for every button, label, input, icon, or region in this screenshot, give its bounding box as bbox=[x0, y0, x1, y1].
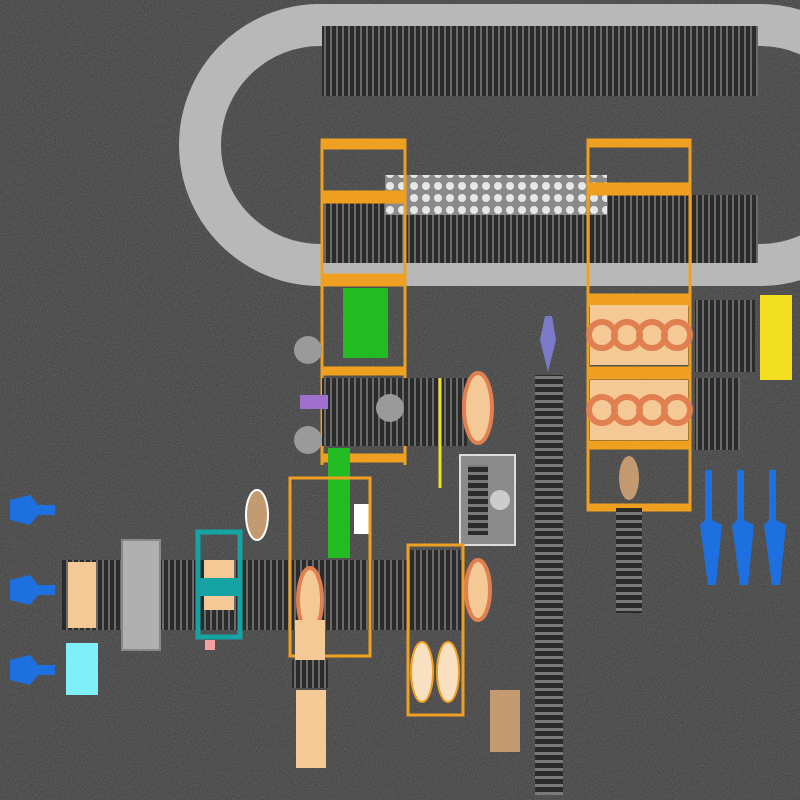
orange-frame-mid bbox=[288, 476, 372, 658]
drum-row-upper bbox=[586, 305, 693, 365]
industrial-robot-arm-icon bbox=[300, 395, 328, 409]
drum-coil-icon bbox=[376, 394, 404, 422]
industrial-robot-arm-icon bbox=[540, 316, 556, 372]
drum-pair-left bbox=[410, 641, 434, 703]
orange-frame-drums bbox=[406, 543, 465, 717]
industrial-robot-arm-icon bbox=[10, 495, 55, 685]
pallet-left bbox=[68, 562, 96, 628]
grey-frame-block bbox=[121, 539, 161, 651]
drum-pink-lower bbox=[464, 558, 492, 622]
disc-upper bbox=[294, 336, 322, 364]
right-conveyor-lower bbox=[695, 378, 740, 450]
grey-machine-rollers bbox=[468, 465, 488, 535]
loop-conveyor bbox=[179, 3, 800, 286]
yellow-output-block bbox=[760, 295, 792, 380]
rollers-drums bbox=[410, 550, 460, 630]
tan-box-bottom bbox=[490, 690, 520, 752]
right-conveyor-upper bbox=[695, 300, 755, 372]
gripper-icon bbox=[700, 470, 786, 585]
green-machine-block bbox=[343, 288, 388, 358]
tan-drum bbox=[619, 456, 639, 500]
white-panel bbox=[354, 504, 369, 534]
right-short-conveyor bbox=[616, 508, 642, 613]
drum-coil-icon bbox=[490, 490, 510, 510]
tan-box-oval bbox=[245, 489, 269, 541]
pallet-stack-bottom bbox=[296, 690, 326, 768]
pallet-stack-mid bbox=[295, 620, 325, 660]
drum-pair-right bbox=[436, 641, 460, 703]
cyan-block bbox=[66, 643, 98, 695]
rollers-bottom-mid bbox=[292, 660, 328, 688]
loop-checker-belt bbox=[385, 175, 607, 215]
green-machine-block-lower bbox=[328, 448, 350, 558]
vertical-conveyor-line bbox=[535, 375, 563, 795]
drum-pink-upper bbox=[462, 371, 494, 445]
drum-row-lower bbox=[586, 380, 693, 440]
disc-lower bbox=[294, 426, 322, 454]
teal-station bbox=[195, 529, 243, 650]
